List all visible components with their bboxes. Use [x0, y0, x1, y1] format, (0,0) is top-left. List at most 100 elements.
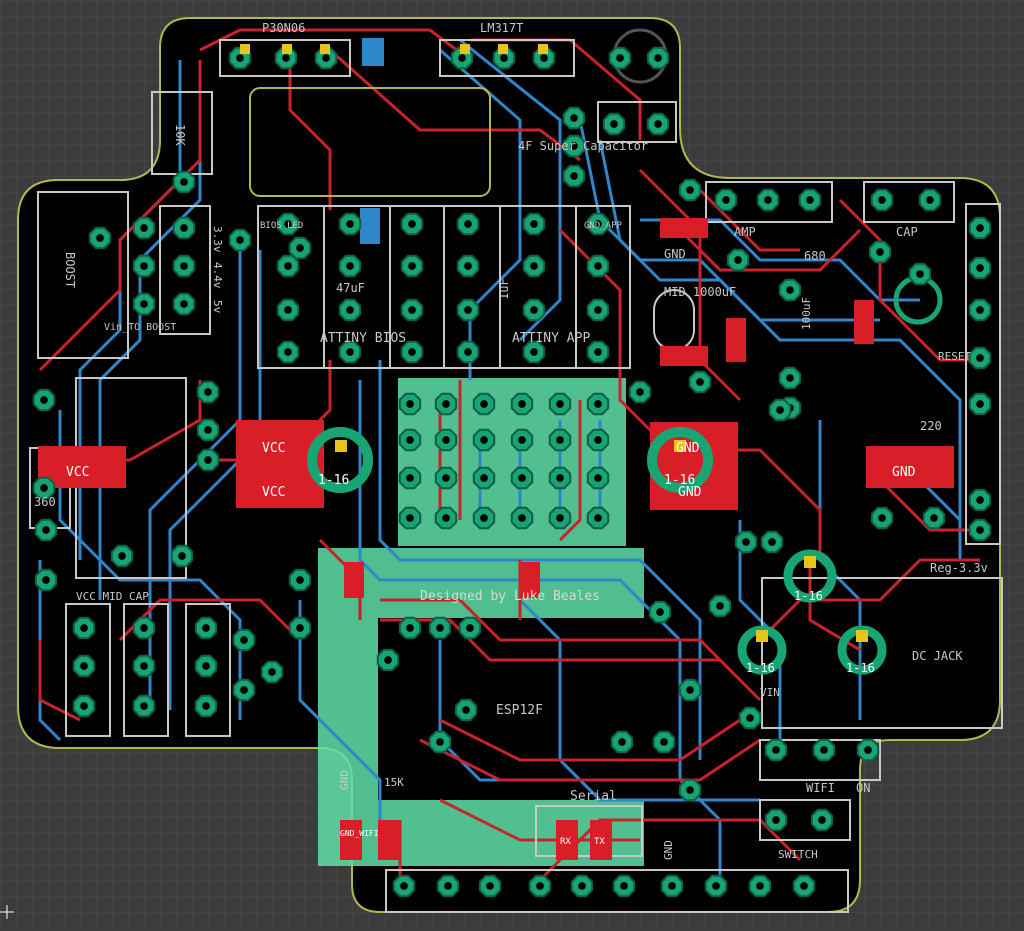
pad-drill [772, 816, 780, 824]
pad-drill [686, 786, 694, 794]
pad-drill [296, 576, 304, 584]
pad-drill [296, 624, 304, 632]
pad-drill [976, 354, 984, 362]
pad-drill [518, 400, 526, 408]
label-esp12f: ESP12F [496, 703, 543, 718]
label-gnd-app: GND_APP [584, 221, 623, 231]
label-boost: BOOST [63, 252, 77, 288]
label-gnd-a: GND [664, 247, 686, 261]
pad-drill [976, 526, 984, 534]
pad-drill [930, 514, 938, 522]
pad-drill [570, 114, 578, 122]
pad-drill [820, 746, 828, 754]
pad-drill [594, 514, 602, 522]
pad-drill [406, 514, 414, 522]
pad-drill [202, 702, 210, 710]
pad-drill [594, 474, 602, 482]
pad-drill [686, 186, 694, 194]
label-10k: 10K [173, 124, 187, 146]
pad-drill [806, 196, 814, 204]
pad-drill [346, 348, 354, 356]
label-15k: 15K [384, 776, 404, 789]
pad-drill [480, 400, 488, 408]
pad-drill [594, 306, 602, 314]
label-dc-jack: DC JACK [912, 649, 963, 663]
label-supercap: 4F Super Capacitor [518, 139, 648, 153]
label-47uf: 47uF [336, 281, 365, 295]
pad-drill [204, 456, 212, 464]
pad-drill [202, 662, 210, 670]
label-wifi: WIFI [806, 781, 835, 795]
pad-drill [594, 400, 602, 408]
pad-drill [436, 738, 444, 746]
origin-marker [0, 905, 14, 919]
label-gnd-mid-b: GND [678, 485, 702, 500]
label-hole-gnd2: 1-16 [846, 661, 875, 675]
label-cap: CAP [896, 225, 918, 239]
pad-drill [916, 270, 924, 278]
label-gnd-right: GND [892, 465, 916, 480]
label-vin-to-boost: Vin_TO BOOST [104, 322, 176, 333]
pad-drill [976, 400, 984, 408]
label-sw-4v4: 4.4v [211, 262, 224, 289]
pad-drill [756, 882, 764, 890]
pad-drill [140, 624, 148, 632]
through-hole-pads[interactable] [32, 46, 992, 898]
label-220: 220 [920, 419, 942, 433]
pad-drill [236, 54, 244, 62]
pad-drill [594, 220, 602, 228]
label-rx: RX [560, 837, 571, 847]
pad-drill [722, 196, 730, 204]
smd-power-pads[interactable] [38, 218, 954, 860]
label-360: 360 [34, 495, 56, 509]
pad-drill [530, 306, 538, 314]
pad-drill [42, 526, 50, 534]
pad-drill [284, 262, 292, 270]
label-reset: RESET [938, 350, 971, 363]
label-vcc-mid-a: VCC [262, 441, 285, 456]
pad-drill [818, 816, 826, 824]
pad-drill [686, 686, 694, 694]
pad-drill [346, 220, 354, 228]
pad-drill [716, 602, 724, 610]
pad-drill [570, 142, 578, 150]
pad-drill [240, 636, 248, 644]
label-1uf: 1uF [497, 278, 511, 300]
pad-drill [202, 624, 210, 632]
pad-drill [616, 54, 624, 62]
pad-drill [876, 248, 884, 256]
pad-drill [656, 608, 664, 616]
pad-drill [556, 436, 564, 444]
pad-drill [618, 738, 626, 746]
pad-drill [464, 348, 472, 356]
pad-drill [570, 172, 578, 180]
pad-drill [406, 624, 414, 632]
pad-drill [594, 436, 602, 444]
pad-drill [878, 196, 886, 204]
label-hole-vin: 1-16 [746, 661, 775, 675]
pad-drill [80, 702, 88, 710]
pad-drill [926, 196, 934, 204]
pad-drill [178, 552, 186, 560]
pad-drill [140, 662, 148, 670]
pad-drill [654, 54, 662, 62]
label-hole-vcc: 1-16 [318, 473, 349, 488]
pad-drill [40, 396, 48, 404]
pad-drill [346, 262, 354, 270]
pad-drill [442, 436, 450, 444]
pad-drill [594, 348, 602, 356]
pad-drill [696, 378, 704, 386]
pad-drill [442, 514, 450, 522]
pad-drill [400, 882, 408, 890]
smd-caps-blue[interactable] [360, 38, 384, 244]
pad-drill [480, 474, 488, 482]
pad-drill [486, 882, 494, 890]
label-amp: AMP [734, 225, 756, 239]
pad-drill [284, 220, 292, 228]
pad-drill [620, 882, 628, 890]
pad-drill [140, 300, 148, 308]
label-on: ON [856, 781, 870, 795]
label-bios-led: BIOS LED [260, 221, 303, 231]
